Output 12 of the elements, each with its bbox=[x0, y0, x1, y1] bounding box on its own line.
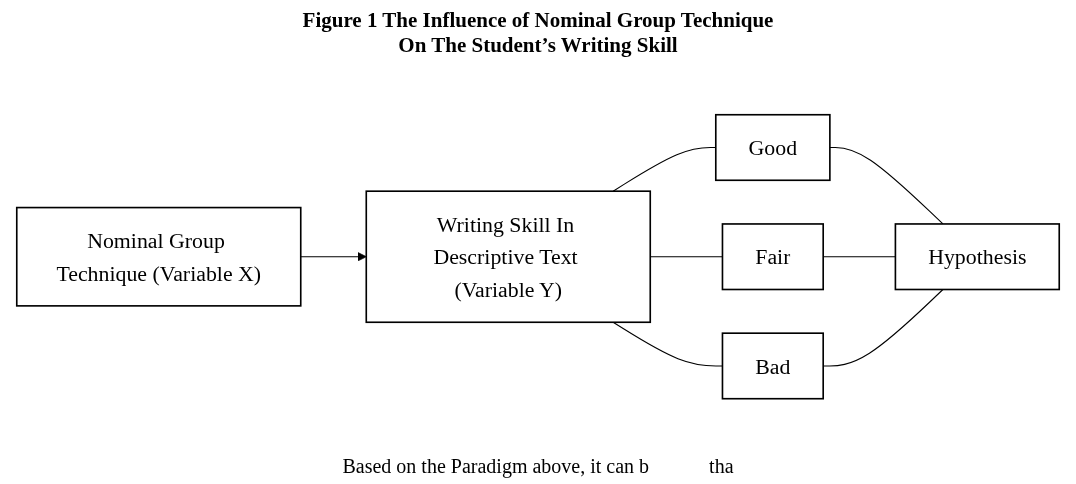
node-box: Nominal Group Technique (Variable X) bbox=[15, 206, 302, 307]
note-text: tha bbox=[709, 455, 734, 478]
node-box: Good bbox=[714, 113, 831, 182]
note-text: Based on the Paradigm above, it can b bbox=[342, 455, 650, 478]
connector bbox=[612, 321, 723, 367]
node-box: Hypothesis bbox=[894, 223, 1061, 291]
node-box: Fair bbox=[721, 223, 824, 291]
connector bbox=[829, 146, 944, 225]
arrow bbox=[300, 251, 367, 262]
figure-title: Figure 1 The Influence of Nominal Group Technique On The Student’s Writing Skill bbox=[301, 8, 775, 59]
node-box: Writing Skill In Descriptive Text (Variable Y) bbox=[365, 190, 652, 324]
node-box: Bad bbox=[721, 332, 824, 400]
